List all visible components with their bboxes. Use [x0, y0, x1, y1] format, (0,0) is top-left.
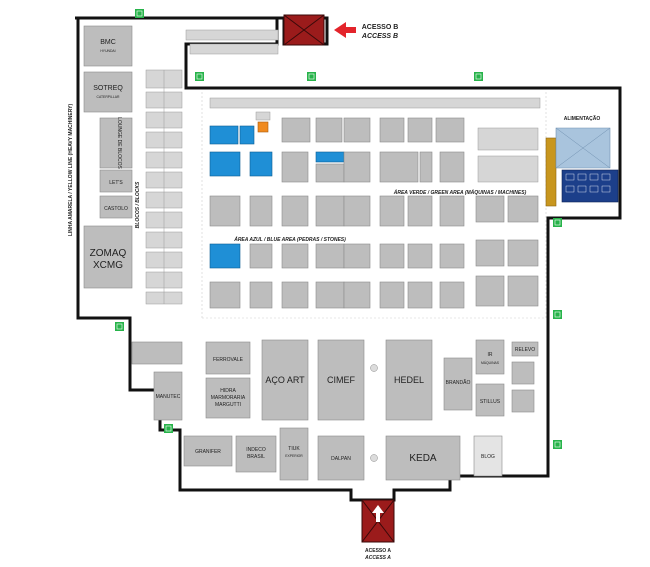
access-a-arrow-icon: [372, 505, 384, 522]
green-area-stands: [201, 92, 547, 319]
stand-small-right-1[interactable]: [511, 361, 535, 385]
svg-text:MARMORARIA: MARMORARIA: [211, 395, 246, 401]
svg-text:ZOMAQ: ZOMAQ: [90, 248, 127, 259]
stand-sotreq[interactable]: SOTREQ CATERPILLAR: [83, 71, 133, 113]
access-b-gate[interactable]: [283, 14, 325, 46]
stand-small-top-left[interactable]: [131, 341, 183, 365]
stand-keda[interactable]: KEDA: [385, 435, 461, 481]
exit-sign-icon: [553, 218, 562, 227]
stand-blog[interactable]: BLOG: [473, 435, 503, 477]
stand-indeco[interactable]: INDECO BRASIL: [235, 435, 277, 473]
svg-text:MARGUTTI: MARGUTTI: [215, 402, 241, 408]
food-court-label: ALIMENTAÇÃO: [564, 115, 601, 122]
exit-sign-icon: [553, 440, 562, 449]
exit-sign-icon: [164, 424, 173, 433]
block-stands-grid: [145, 29, 279, 305]
access-b-title: ACESSO B: [362, 24, 399, 31]
stand-relevo[interactable]: RELEVO: [511, 341, 539, 357]
stand-dalpan[interactable]: DALPAN: [317, 435, 365, 481]
blue-area-label: ÁREA AZUL / BLUE AREA (PEDRAS / STONES): [233, 236, 346, 243]
stand-granifer[interactable]: GRANIFER: [183, 435, 233, 467]
exit-sign-icon: [553, 310, 562, 319]
access-a-subtitle: ACCESS A: [364, 555, 391, 561]
svg-text:BMC: BMC: [100, 39, 116, 46]
svg-text:DALPAN: DALPAN: [331, 456, 351, 462]
stand-hedel[interactable]: HEDEL: [385, 339, 433, 421]
svg-text:FERROVALE: FERROVALE: [213, 357, 244, 363]
stand-aco-art[interactable]: AÇO ART: [261, 339, 309, 421]
exit-sign-icon: [307, 72, 316, 81]
exit-sign-icon: [135, 9, 144, 18]
stand-lets[interactable]: LET'S: [99, 169, 133, 193]
svg-text:XCMG: XCMG: [93, 260, 123, 271]
info-point-icon: [370, 454, 378, 462]
stand-zomaq[interactable]: ZOMAQ XCMG: [83, 225, 133, 289]
svg-text:GRANIFER: GRANIFER: [195, 449, 221, 455]
access-b-subtitle: ACCESS B: [361, 33, 398, 40]
stand-castolo[interactable]: CASTOLO: [99, 195, 133, 219]
svg-text:BLOG: BLOG: [481, 454, 495, 460]
stand-ir[interactable]: IR MÁQUINAS: [475, 339, 505, 375]
stand-manutec[interactable]: MANUTEC: [153, 371, 183, 421]
stand-bmc[interactable]: BMC HYUNDAI: [83, 25, 133, 67]
svg-text:RELEVO: RELEVO: [515, 347, 535, 353]
exit-sign-icon: [195, 72, 204, 81]
svg-text:IR: IR: [488, 352, 493, 358]
stand-stillus[interactable]: STILLUS: [475, 383, 505, 417]
svg-text:TIUK: TIUK: [288, 446, 300, 452]
exit-sign-icon: [115, 322, 124, 331]
svg-text:STILLUS: STILLUS: [480, 399, 501, 405]
access-b-arrow-icon: [334, 22, 356, 38]
svg-text:MANUTEC: MANUTEC: [156, 394, 181, 400]
svg-text:CASTOLO: CASTOLO: [104, 206, 128, 212]
green-area-label: ÁREA VERDE / GREEN AREA (MÁQUINAS / MACH…: [393, 189, 527, 196]
stand-tiuk[interactable]: TIUK EXPERIOR: [279, 427, 309, 481]
stand-ferrovale[interactable]: FERROVALE: [205, 341, 251, 375]
svg-text:CATERPILLAR: CATERPILLAR: [97, 95, 120, 99]
food-court[interactable]: [545, 127, 619, 207]
stand-hidra[interactable]: HIDRA MARMORARIA MARGUTTI: [205, 377, 251, 419]
exit-sign-icon: [474, 72, 483, 81]
svg-text:BRANDÃO: BRANDÃO: [446, 379, 471, 386]
access-a-title: ACESSO A: [365, 548, 391, 554]
svg-text:SOTREQ: SOTREQ: [93, 85, 123, 92]
svg-text:LOUNGE DE BLOCOS: LOUNGE DE BLOCOS: [116, 117, 122, 169]
svg-text:AÇO ART: AÇO ART: [265, 375, 305, 385]
svg-text:KEDA: KEDA: [409, 453, 437, 464]
yellow-line-label: LINHA AMARELA / YELLOW LINE (HEAVY MACHI…: [68, 104, 74, 237]
stand-lounge[interactable]: LOUNGE DE BLOCOS: [99, 117, 133, 170]
svg-text:HEDEL: HEDEL: [394, 375, 424, 385]
info-point-icon: [370, 364, 378, 372]
blocks-label: BLOCOS / BLOCKS: [135, 181, 141, 228]
svg-text:HYUNDAI: HYUNDAI: [100, 49, 115, 53]
stand-brandao[interactable]: BRANDÃO: [443, 357, 473, 411]
svg-text:BRASIL: BRASIL: [247, 454, 265, 460]
svg-text:LET'S: LET'S: [109, 180, 123, 186]
stand-small-right-2[interactable]: [511, 389, 535, 413]
svg-text:INDECO: INDECO: [246, 447, 266, 453]
stand-cimef[interactable]: CIMEF: [317, 339, 365, 421]
svg-text:CIMEF: CIMEF: [327, 375, 356, 385]
svg-text:EXPERIOR: EXPERIOR: [285, 454, 303, 458]
svg-text:HIDRA: HIDRA: [220, 388, 236, 394]
svg-text:MÁQUINAS: MÁQUINAS: [481, 361, 500, 365]
